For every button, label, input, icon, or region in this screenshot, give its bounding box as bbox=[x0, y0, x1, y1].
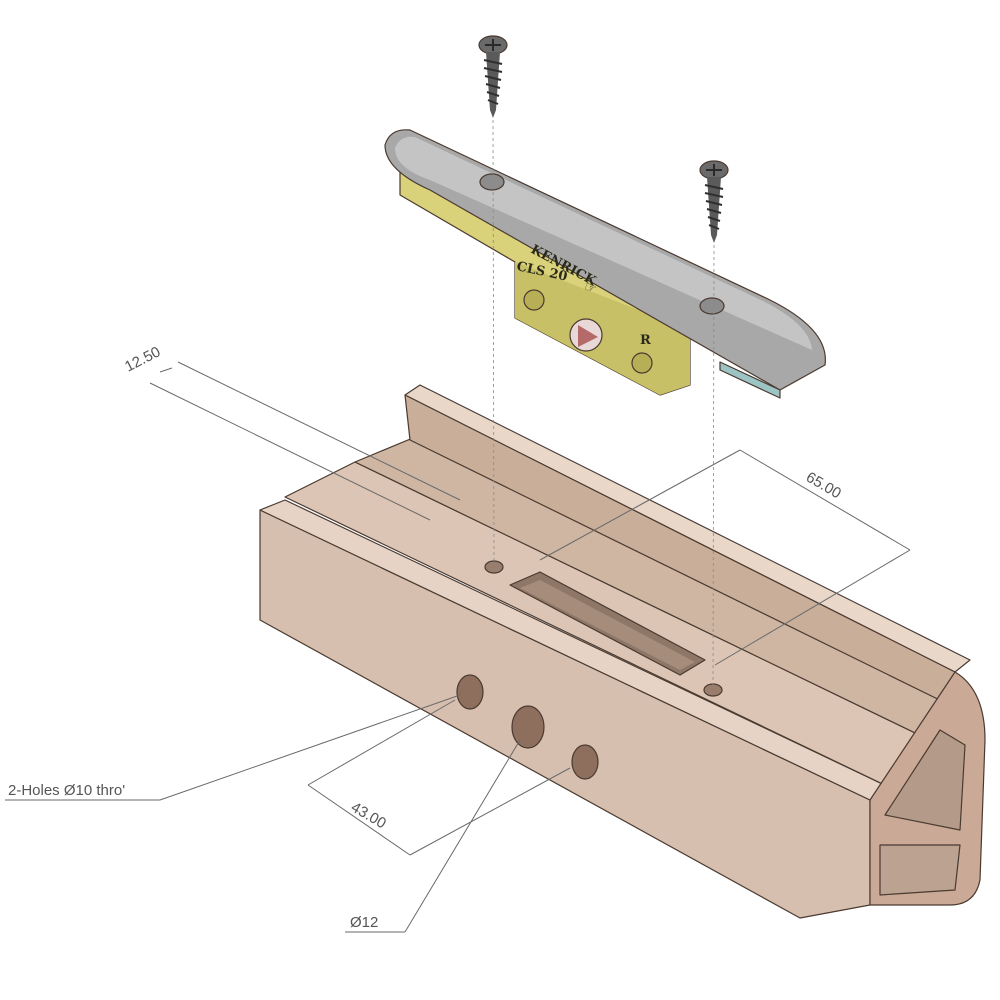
profile-slot-inner bbox=[520, 580, 695, 670]
dim-label-edge-offset: 12.50 bbox=[122, 343, 163, 375]
keeper-hole-right bbox=[699, 297, 725, 315]
keeper: KENRICK CLS 20 R ☞ bbox=[384, 129, 826, 399]
assembly-line-right bbox=[712, 244, 715, 689]
window-profile bbox=[259, 384, 986, 919]
profile-end-chamber-2 bbox=[879, 844, 961, 896]
dim-label-hole-spacing: 43.00 bbox=[348, 799, 389, 832]
dim-line bbox=[739, 449, 911, 551]
callout-small-holes: 2-Holes Ø10 thro' bbox=[5, 694, 461, 801]
leader-line bbox=[404, 739, 521, 933]
small-hole-left bbox=[456, 674, 484, 710]
dim-line bbox=[307, 784, 411, 856]
body-hole-right bbox=[631, 352, 653, 374]
screw-thread-right bbox=[704, 184, 724, 230]
cross-slot-icon bbox=[485, 39, 501, 51]
callout-label-small-holes: 2-Holes Ø10 thro' bbox=[8, 782, 125, 799]
assembly-lines bbox=[492, 119, 715, 689]
callout-large-hole: Ø12 bbox=[345, 739, 521, 933]
hand-pointer-icon: ☞ bbox=[582, 278, 599, 297]
large-hole bbox=[511, 705, 545, 749]
dim-line bbox=[149, 382, 431, 521]
screw-thread-left bbox=[483, 59, 503, 105]
dim-line bbox=[307, 699, 456, 786]
keeper-cover-top bbox=[395, 136, 812, 350]
small-hole-right bbox=[571, 744, 599, 780]
screw-hole-left bbox=[484, 560, 504, 574]
dim-line bbox=[409, 767, 571, 856]
profile-end-chamber-1 bbox=[884, 729, 966, 831]
keeper-hand: R bbox=[640, 333, 651, 348]
dim-line bbox=[539, 449, 741, 561]
body-hole-left bbox=[523, 289, 545, 311]
callout-label-large-hole: Ø12 bbox=[350, 914, 378, 931]
screw-right bbox=[699, 160, 729, 243]
keeper-hole-left bbox=[479, 173, 505, 191]
assembly-line-left bbox=[492, 119, 495, 566]
dim-line bbox=[177, 361, 461, 501]
dim-line bbox=[159, 367, 173, 373]
dim-line bbox=[714, 549, 911, 666]
cross-slot-icon bbox=[706, 164, 722, 176]
leader-line bbox=[159, 694, 461, 801]
dim-label-screw-spacing: 65.00 bbox=[803, 469, 844, 502]
screw-left bbox=[478, 35, 508, 118]
keeper-end-cap bbox=[719, 361, 781, 399]
triangle-icon bbox=[578, 325, 598, 347]
